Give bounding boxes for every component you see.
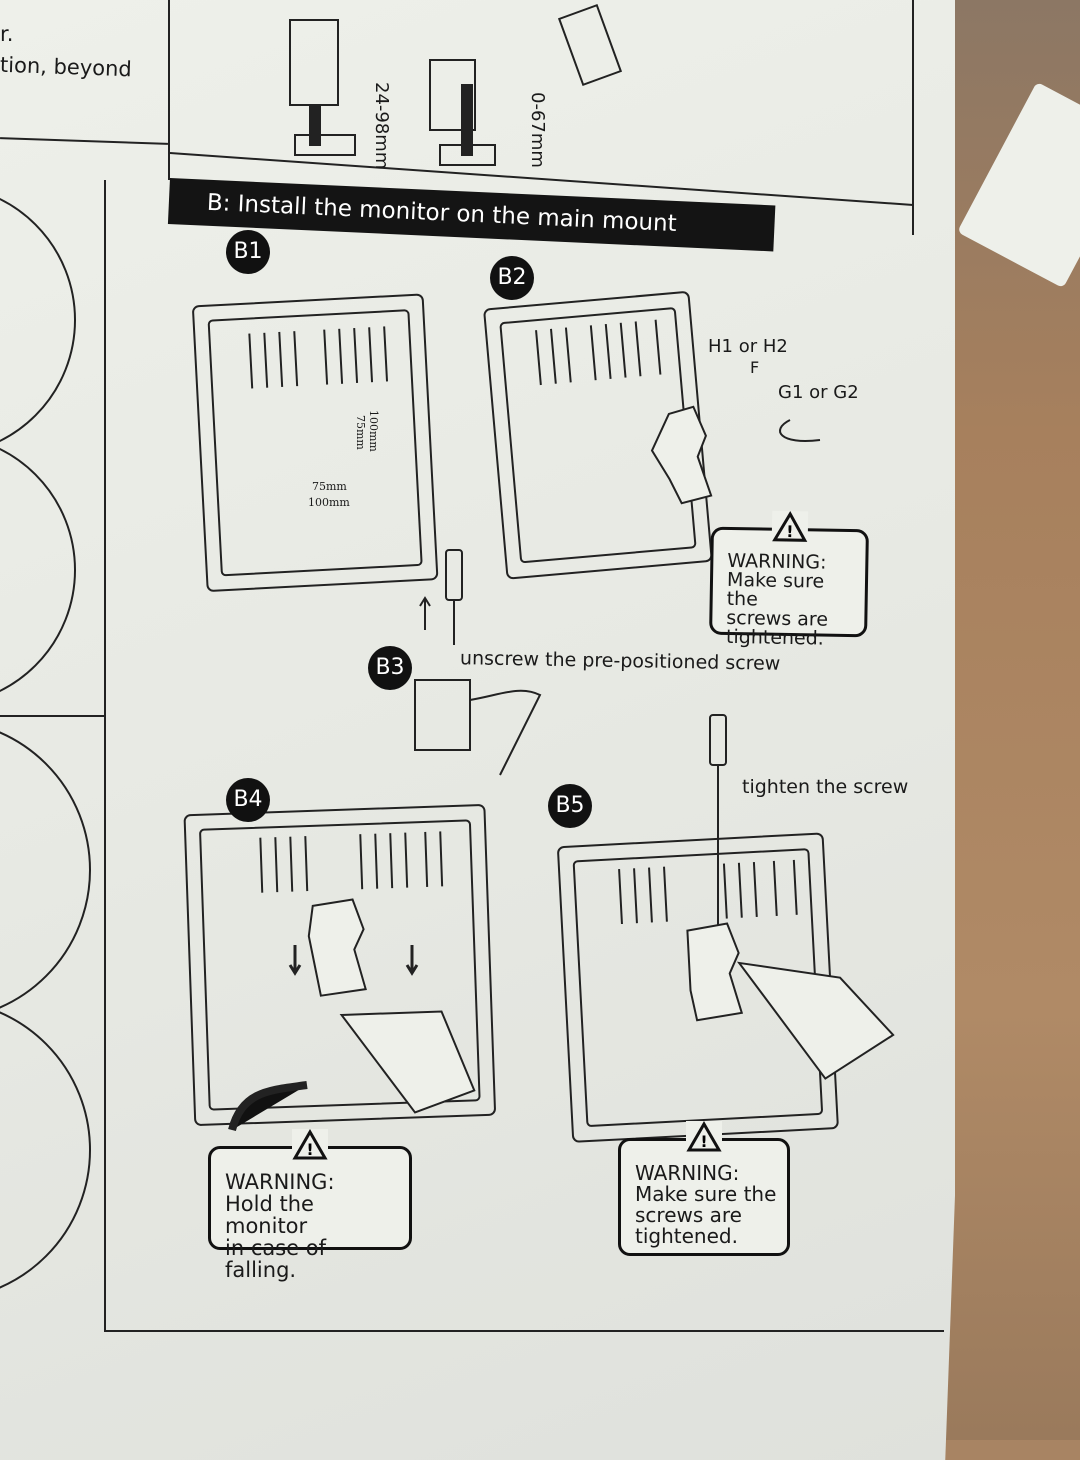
screw-part-g: [779, 419, 821, 442]
divider: [0, 715, 104, 717]
svg-text:!: !: [306, 1140, 313, 1159]
warning-line: in case of falling.: [225, 1236, 327, 1282]
clamp-dimension-label: 24-98mm: [371, 82, 392, 170]
hand-icon: [228, 1081, 308, 1132]
monitor-b2: [483, 291, 713, 580]
warning-icon: !: [771, 510, 809, 544]
warning-title: WARNING:: [225, 1170, 335, 1194]
divider: [104, 180, 106, 1330]
vesa-height-small: 75mm: [354, 415, 367, 450]
clamp-dimension-label: 0-67mm: [527, 92, 548, 168]
left-text-line: r.: [0, 22, 14, 46]
warning-icon: !: [686, 1121, 722, 1153]
warning-line: tightened.: [725, 625, 825, 650]
clamp-drawing-2: [429, 59, 496, 166]
vesa-plate: [557, 3, 623, 87]
part-label-h: H1 or H2: [708, 336, 788, 357]
part-label-f: F: [750, 358, 760, 377]
screwdriver-b3: [419, 549, 463, 645]
divider: [912, 0, 914, 235]
detail-circle: [0, 731, 91, 1009]
part-label-g: G1 or G2: [778, 382, 859, 403]
screwdriver-b5: [709, 714, 727, 925]
detail-circle: [0, 447, 76, 693]
warning-line: Make sure the: [635, 1182, 777, 1206]
step-badge-b1: B1: [226, 230, 270, 274]
svg-text:!: !: [786, 522, 794, 541]
warning-box-b4: ! WARNING: Hold the monitor in case of f…: [208, 1129, 412, 1281]
step-badge-b5: B5: [548, 784, 592, 828]
vesa-height-large: 100mm: [367, 410, 380, 452]
svg-text:!: !: [700, 1132, 707, 1151]
monitor-b1: [192, 293, 439, 592]
detail-circle: [0, 1011, 91, 1289]
warning-line: tightened.: [635, 1224, 738, 1248]
warning-box-b2: ! WARNING: Make sure the screws are tigh…: [709, 510, 869, 650]
step-badge-b2: B2: [490, 256, 534, 300]
step-badge-b4: B4: [226, 778, 270, 822]
warning-line: screws are: [635, 1203, 742, 1227]
warning-box-b5: ! WARNING: Make sure the screws are tigh…: [618, 1121, 790, 1256]
monitor-b4: [183, 804, 496, 1126]
warning-title: WARNING:: [635, 1161, 740, 1185]
warning-line: Hold the monitor: [225, 1192, 314, 1238]
detail-circle: [0, 197, 76, 443]
step-badge-b3: B3: [368, 646, 412, 690]
mount-head-b3: [414, 679, 542, 776]
warning-icon: !: [292, 1129, 328, 1161]
vesa-width-small: 75mm: [312, 480, 347, 493]
divider: [168, 0, 170, 180]
clamp-drawing-1: [289, 19, 356, 156]
divider: [104, 1330, 944, 1332]
instruction-sheet: [0, 0, 955, 1460]
warning-line: Make sure the: [726, 568, 825, 611]
monitor-b5: [557, 832, 895, 1143]
vesa-width-large: 100mm: [308, 496, 350, 509]
tighten-instruction: tighten the screw: [742, 776, 909, 798]
